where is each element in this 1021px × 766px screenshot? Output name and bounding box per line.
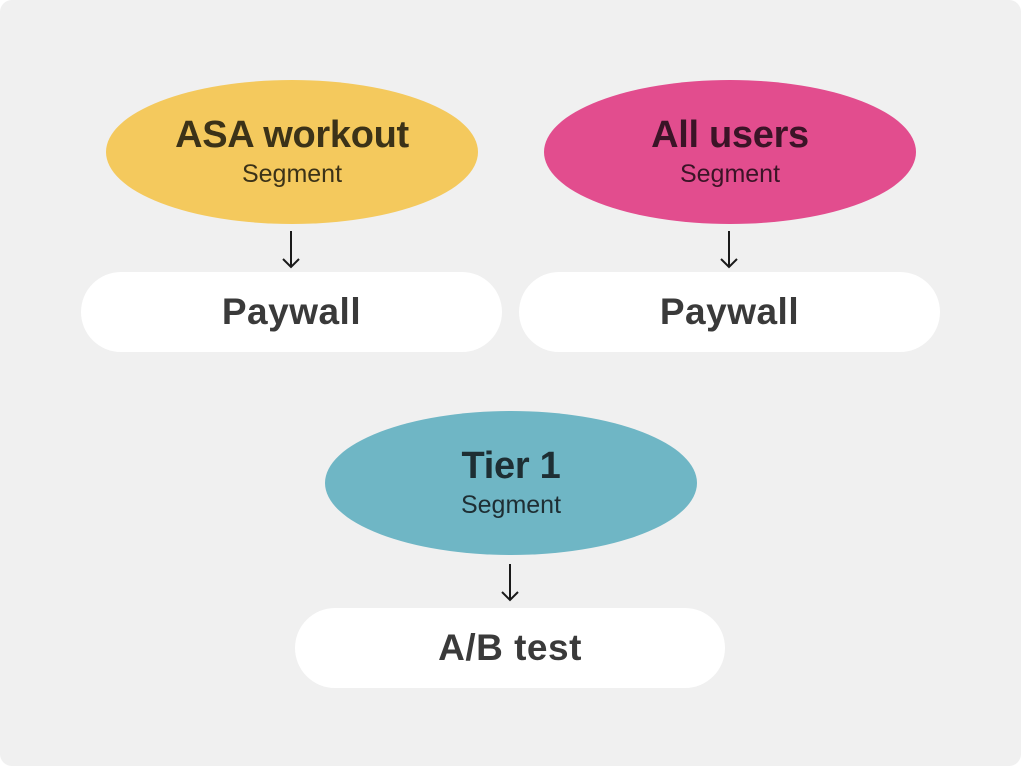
segment-subtitle: Segment — [460, 491, 562, 519]
down-arrow-icon — [501, 564, 519, 602]
segment-title: Tier 1 — [461, 445, 561, 487]
segment-subtitle: Segment — [679, 160, 781, 188]
segment-node-tier-1: Tier 1 Segment — [325, 411, 697, 555]
segment-title: ASA workout — [175, 114, 409, 156]
down-arrow-icon — [720, 231, 738, 269]
action-node-ab-test: A/B test — [295, 608, 725, 688]
segment-node-asa-workout: ASA workout Segment — [106, 80, 478, 224]
segment-title: All users — [651, 114, 809, 156]
action-node-paywall: Paywall — [519, 272, 940, 352]
segment-node-all-users: All users Segment — [544, 80, 916, 224]
segment-subtitle: Segment — [241, 160, 343, 188]
down-arrow-icon — [282, 231, 300, 269]
action-node-paywall: Paywall — [81, 272, 502, 352]
